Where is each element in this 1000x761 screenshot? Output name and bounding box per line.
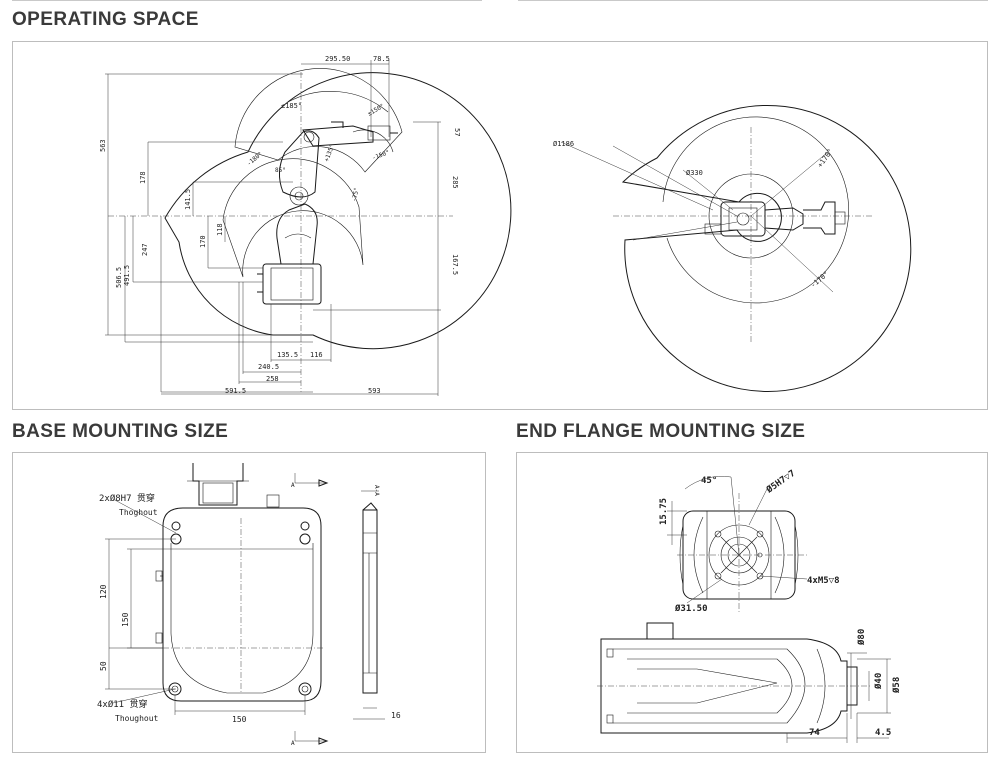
top-rule-right — [518, 0, 988, 1]
section-a-top: A — [291, 482, 295, 489]
angle-a4: -75° — [351, 187, 360, 202]
flange-side-view — [597, 622, 891, 743]
end-flange-drawing: 45° Ø5H7▽7 15.75 4xM5▽8 Ø31.50 Ø80 Ø40 Ø… — [597, 468, 902, 743]
side-arc-wrist — [352, 129, 394, 153]
dim-120: 120 — [99, 584, 108, 599]
flange-angle: 45° — [701, 476, 717, 486]
dim-right-a: 285 — [451, 176, 459, 189]
side-envelope-outer — [164, 72, 512, 350]
dim-bottom-d: 258 — [266, 375, 279, 383]
dim-top-c: 57 — [453, 128, 461, 136]
side-robot-arm — [257, 121, 398, 305]
dim-150-horizontal: 150 — [232, 715, 247, 724]
angle-a6: 85° — [275, 167, 286, 174]
operating-space-drawing: 295.50 78.5 57 563 178 141.5 170 247 118… — [99, 55, 912, 396]
top-view: Ø1186 Ø330 +170° -170° — [553, 104, 912, 392]
dim-left-c: 141.5 — [184, 189, 192, 210]
base-connector — [192, 463, 244, 506]
top-d-outer: Ø1186 — [553, 140, 574, 148]
base-plate-view — [155, 463, 323, 702]
top-d330-leader — [682, 169, 734, 211]
top-d1186-leader — [560, 141, 714, 211]
base-dimension-lines — [105, 473, 329, 745]
dim-left-e: 247 — [141, 243, 149, 256]
base-mounting-panel: 2xØ8H7 贯穿 Thoghout 4xØ11 贯穿 Thoughout 12… — [12, 452, 486, 753]
base-mounting-heading: BASE MOUNTING SIZE — [12, 421, 229, 442]
flange-d80: Ø80 — [856, 629, 867, 646]
top-robot-arm — [704, 201, 846, 237]
flange-h-dim: 15.75 — [659, 498, 669, 525]
angle-a1: ±185° — [281, 102, 302, 110]
flange-d40: Ø40 — [873, 673, 884, 690]
pin-hole-sub: Thoghout — [119, 508, 158, 517]
flange-d58: Ø58 — [891, 677, 902, 694]
operating-space-heading: OPERATING SPACE — [12, 9, 199, 30]
dim-16: 16 — [391, 711, 401, 720]
dim-left-f: 118 — [216, 223, 224, 236]
side-arc-upper — [287, 91, 389, 113]
dim-top-b: 78.5 — [373, 55, 390, 63]
dim-50: 50 — [99, 661, 108, 671]
flange-len-74: 74 — [809, 728, 820, 738]
section-a-bottom: A — [291, 740, 295, 747]
dim-top-a: 295.50 — [325, 55, 350, 63]
dim-right-b: 167.5 — [451, 254, 459, 275]
flange-pin-label: Ø5H7▽7 — [764, 468, 798, 496]
dim-left-d: 170 — [199, 235, 207, 248]
flange-thread-label: 4xM5▽8 — [807, 576, 840, 586]
flange-face-view — [667, 476, 808, 613]
bolt-hole-sub: Thoughout — [115, 714, 159, 723]
pin-hole-label: 2xØ8H7 贯穿 — [99, 492, 155, 504]
angle-a2: ±150° — [367, 103, 386, 118]
end-flange-panel: 45° Ø5H7▽7 15.75 4xM5▽8 Ø31.50 Ø80 Ø40 Ø… — [516, 452, 988, 753]
pin-hole-tr — [299, 533, 311, 545]
section-aa: A-A — [373, 485, 380, 496]
dim-bottom-a: 135.5 — [277, 351, 298, 359]
top-envelope-inner — [662, 116, 849, 304]
dim-150-vertical: 150 — [121, 612, 130, 627]
angle-a3: +135° — [323, 143, 336, 162]
end-flange-heading: END FLANGE MOUNTING SIZE — [516, 421, 806, 442]
base-outline — [162, 507, 322, 702]
side-view: 295.50 78.5 57 563 178 141.5 170 247 118… — [99, 55, 512, 396]
dim-bottom-f: 593 — [368, 387, 381, 395]
flange-len-45: 4.5 — [875, 728, 891, 738]
bolt-hole-tr — [300, 521, 310, 531]
flange-pcd-label: Ø31.50 — [674, 603, 708, 614]
bolt-hole-label: 4xØ11 贯穿 — [97, 698, 148, 710]
top-rule-left — [12, 0, 482, 1]
top-d-inner: Ø330 — [686, 169, 703, 177]
dim-left-a: 563 — [99, 139, 107, 152]
dim-bottom-c: 240.5 — [258, 363, 279, 371]
dim-bottom-e: 591.5 — [225, 387, 246, 395]
dim-left-h: 491.5 — [123, 265, 131, 286]
base-mounting-drawing: 2xØ8H7 贯穿 Thoghout 4xØ11 贯穿 Thoughout 12… — [97, 463, 401, 747]
dim-bottom-b: 116 — [310, 351, 323, 359]
dim-left-b: 178 — [139, 171, 147, 184]
side-envelope-lower — [222, 158, 364, 278]
side-dimension-lines — [105, 60, 441, 396]
angle-a5: -150° — [371, 149, 390, 162]
top-envelope — [621, 104, 912, 392]
operating-space-panel: 295.50 78.5 57 563 178 141.5 170 247 118… — [12, 41, 988, 410]
dim-left-g: 506.5 — [115, 267, 123, 288]
top-angle-pos: +170° — [816, 147, 835, 169]
bolt-hole-br — [298, 682, 312, 696]
base-inner-outline — [170, 543, 314, 694]
base-section-view — [353, 490, 385, 720]
bolt-hole-tl — [171, 521, 181, 531]
